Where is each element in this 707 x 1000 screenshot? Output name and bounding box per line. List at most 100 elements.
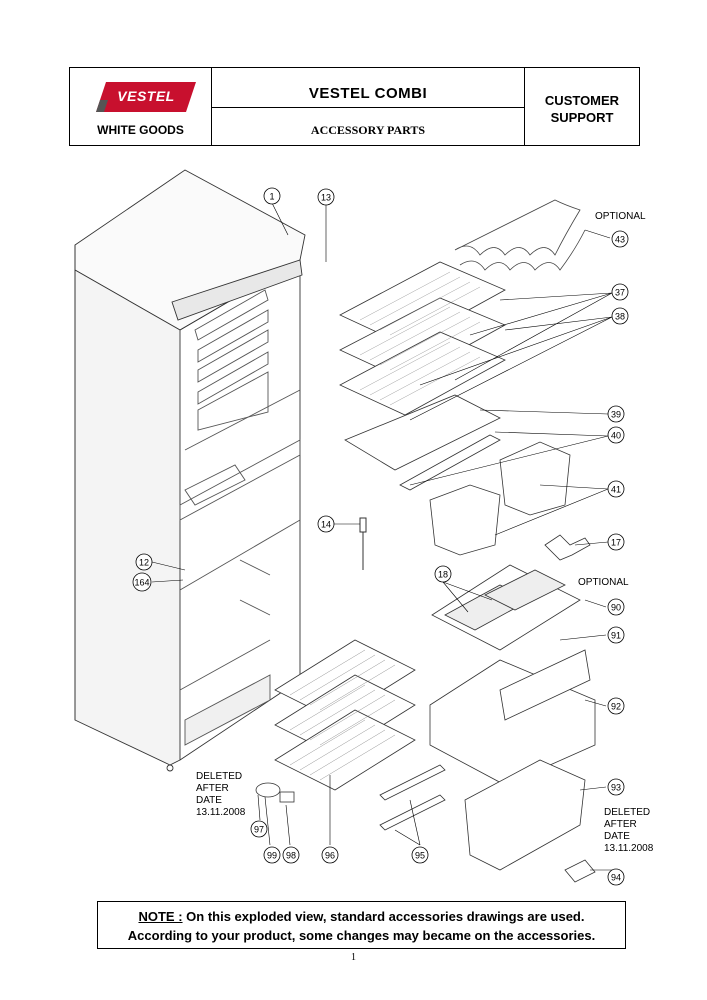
deleted-right-line3: DATE bbox=[604, 831, 630, 842]
callout-38: 38 bbox=[611, 307, 629, 325]
callout-circle bbox=[607, 598, 625, 616]
deleted-right-line4: 13.11.2008 bbox=[604, 843, 654, 854]
brand-cell: VESTEL WHITE GOODS bbox=[70, 68, 212, 145]
note-line1: NOTE : On this exploded view, standard a… bbox=[98, 907, 625, 926]
wire-shelf-grid bbox=[289, 649, 396, 781]
support-cell: CUSTOMER SUPPORT bbox=[525, 68, 639, 145]
callout-circle bbox=[607, 426, 625, 444]
callout-circle bbox=[317, 188, 335, 206]
wine-rack bbox=[454, 199, 586, 271]
callout-circle bbox=[411, 846, 429, 864]
header-table: VESTEL WHITE GOODS VESTEL COMBI ACCESSOR… bbox=[69, 67, 640, 146]
document-subtitle: ACCESSORY PARTS bbox=[310, 123, 426, 137]
customer-support-label: CUSTOMER SUPPORT bbox=[544, 93, 620, 125]
callout-91: 91 bbox=[607, 626, 625, 644]
callout-95: 95 bbox=[411, 846, 429, 864]
page-number: 1 bbox=[351, 952, 356, 963]
brand-subtitle: WHITE GOODS bbox=[97, 123, 184, 137]
note-prefix: NOTE : bbox=[138, 909, 183, 924]
crisper-drawers bbox=[429, 649, 596, 871]
callout-circle bbox=[132, 572, 152, 592]
callout-number: 39 bbox=[611, 410, 621, 420]
callout-circle bbox=[317, 515, 335, 533]
callout-circle bbox=[263, 846, 281, 864]
callout-37: 37 bbox=[611, 283, 629, 301]
deleted-left-line3: DATE bbox=[196, 795, 222, 806]
callout-circle bbox=[135, 553, 153, 571]
thermometer bbox=[359, 517, 367, 570]
callout-number: 1 bbox=[269, 192, 274, 202]
callout-number: 99 bbox=[267, 851, 277, 861]
callout-circle bbox=[434, 565, 452, 583]
deleted-right-line2: AFTER bbox=[604, 819, 637, 830]
callout-number: 43 bbox=[615, 235, 625, 245]
callout-circle bbox=[611, 307, 629, 325]
callout-number: 40 bbox=[611, 431, 621, 441]
small-parts bbox=[255, 782, 295, 803]
callout-number: 13 bbox=[321, 193, 331, 203]
callout-number: 94 bbox=[611, 873, 621, 883]
door-bins bbox=[429, 441, 571, 556]
callout-number: 18 bbox=[438, 570, 448, 580]
vestel-logo: VESTEL bbox=[96, 82, 196, 117]
callout-circle bbox=[611, 230, 629, 248]
note-line2: According to your product, some changes … bbox=[127, 928, 596, 943]
deleted-left-line1: DELETED bbox=[196, 771, 243, 782]
callout-93: 93 bbox=[607, 778, 625, 796]
callout-circle bbox=[607, 533, 625, 551]
deleted-note-right: DELETED AFTER DATE 13.11.2008 bbox=[604, 807, 653, 855]
deleted-left-line4: 13.11.2008 bbox=[196, 807, 246, 818]
title-cell: VESTEL COMBI ACCESSORY PARTS bbox=[212, 68, 525, 145]
deleted-note-left: DELETED AFTER DATE 13.11.2008 bbox=[196, 771, 245, 819]
shelf-grid bbox=[359, 271, 481, 406]
callout-number: 95 bbox=[415, 851, 425, 861]
wire-shelves bbox=[274, 639, 416, 791]
callout-43: 43 bbox=[611, 230, 629, 248]
callout-98: 98 bbox=[282, 846, 300, 864]
ice-scraper bbox=[544, 534, 591, 561]
callout-92: 92 bbox=[607, 697, 625, 715]
callout-13: 13 bbox=[317, 188, 335, 206]
callout-94: 94 bbox=[607, 868, 625, 886]
callout-circle bbox=[607, 697, 625, 715]
callout-number: 91 bbox=[611, 631, 621, 641]
title-divider bbox=[212, 107, 524, 108]
callout-17: 17 bbox=[607, 533, 625, 551]
callout-99: 99 bbox=[263, 846, 281, 864]
callout-18: 18 bbox=[434, 565, 452, 583]
callout-1: 1 bbox=[263, 187, 281, 205]
callout-circle bbox=[611, 283, 629, 301]
callout-90: 90 bbox=[607, 598, 625, 616]
callout-number: 96 bbox=[325, 851, 335, 861]
callout-number: 14 bbox=[321, 520, 331, 530]
callout-number: 41 bbox=[611, 485, 621, 495]
callout-number: 12 bbox=[139, 558, 149, 568]
callout-14: 14 bbox=[317, 515, 335, 533]
callout-circle bbox=[607, 480, 625, 498]
callout-number: 93 bbox=[611, 783, 621, 793]
callout-circle bbox=[607, 778, 625, 796]
deleted-left-line2: AFTER bbox=[196, 783, 229, 794]
callout-number: 98 bbox=[286, 851, 296, 861]
document-title: VESTEL COMBI bbox=[308, 85, 428, 102]
callout-96: 96 bbox=[321, 846, 339, 864]
callout-number: 97 bbox=[254, 825, 264, 835]
deleted-right-line1: DELETED bbox=[604, 807, 651, 818]
callout-circle bbox=[607, 868, 625, 886]
callout-circle bbox=[282, 846, 300, 864]
callout-number: 37 bbox=[615, 288, 625, 298]
callout-circle bbox=[250, 820, 268, 838]
callout-number: 164 bbox=[134, 578, 149, 588]
logo-shape bbox=[96, 82, 196, 112]
callout-number: 38 bbox=[615, 312, 625, 322]
note-text1: On this exploded view, standard accessor… bbox=[182, 909, 585, 924]
optional-label-top: OPTIONAL bbox=[595, 211, 646, 222]
callout-circle bbox=[607, 626, 625, 644]
fridge-body bbox=[74, 169, 306, 772]
leader-lines bbox=[151, 202, 613, 871]
callout-circle bbox=[263, 187, 281, 205]
glass-shelves bbox=[339, 261, 506, 491]
callout-39: 39 bbox=[607, 405, 625, 423]
callout-circle bbox=[607, 405, 625, 423]
